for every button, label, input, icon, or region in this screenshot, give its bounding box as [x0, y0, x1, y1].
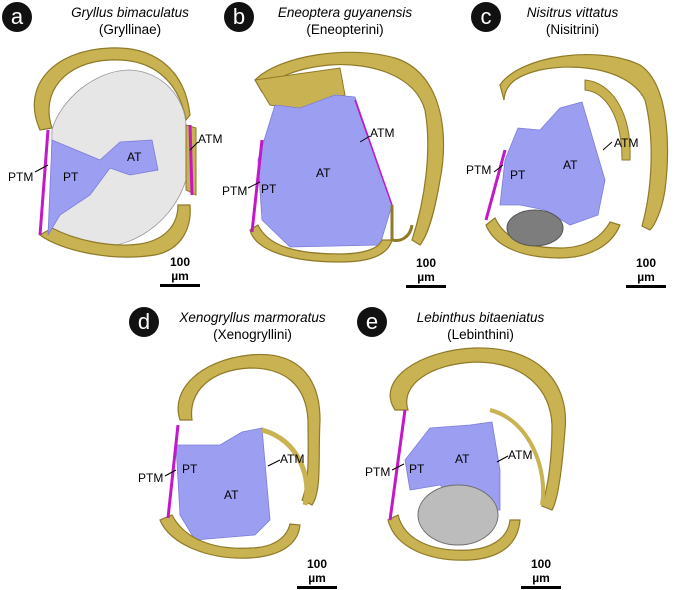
- panel-c-inner-arc: [584, 79, 631, 161]
- panel-d-tribe: (Xenogryllini): [213, 327, 292, 342]
- panel-e-badge: e: [357, 307, 387, 337]
- panel-d-scale-line: [297, 586, 337, 589]
- leader-c-atm: [602, 141, 613, 151]
- panel-a-atm-membrane: [188, 124, 194, 196]
- panel-e-pt-label: PT: [409, 462, 425, 476]
- panel-e-scale-text: 100 µm: [530, 557, 552, 585]
- panel-e-scale-bar: 100 µm: [521, 557, 561, 589]
- panel-c-section-drawing: [484, 54, 669, 259]
- panel-a-scale-text: 100 µm: [169, 255, 191, 283]
- panel-b-title: Eneoptera guyanensis (Eneopterini): [265, 4, 425, 38]
- panel-e-atm-label: ATM: [508, 448, 533, 462]
- panel-a-ptm-membrane: [38, 129, 50, 236]
- panel-b-atm-membrane: [354, 99, 393, 206]
- panel-a-at-label: AT: [127, 150, 142, 164]
- panel-a-tribe: (Gryllinae): [98, 22, 162, 37]
- panel-d-right-lobe: [261, 427, 310, 506]
- panel-a-scale-bar: 100 µm: [160, 255, 200, 287]
- leader-lines: [34, 135, 613, 477]
- leader-d-ptm: [164, 469, 177, 477]
- leader-c-ptm: [493, 164, 504, 173]
- leader-b-atm: [359, 135, 371, 143]
- leader-a-atm: [189, 141, 199, 151]
- panel-c-badge: c: [471, 2, 501, 32]
- panel-e-tissue: [417, 484, 499, 546]
- panel-e-ptm-membrane: [388, 409, 407, 521]
- panel-c-outer-arc: [499, 54, 669, 231]
- panel-e-section-drawing: [387, 347, 567, 561]
- panel-c-pt-label: PT: [510, 168, 526, 182]
- panel-b-scale-bar: 100 µm: [406, 256, 446, 288]
- panel-e-outer-arc: [389, 347, 567, 511]
- panel-d-scale-bar: 100 µm: [297, 557, 337, 589]
- panel-d-tympanum: [175, 427, 271, 541]
- panel-e-lower-cuticle: [387, 514, 521, 561]
- panel-c-title: Nisitrus vittatus (Nisitrini): [505, 4, 640, 38]
- panel-e-species: Lebinthus bitaeniatus: [416, 310, 545, 325]
- panel-a-title: Gryllus bimaculatus (Gryllinae): [55, 4, 205, 38]
- panel-b-tribe: (Eneopterini): [306, 22, 384, 37]
- panel-c-scale-bar: 100 µm: [626, 256, 666, 288]
- panel-e-at-label: AT: [455, 452, 470, 466]
- panel-d-ptm-label: PTM: [138, 471, 164, 485]
- leader-e-ptm: [391, 463, 405, 471]
- panel-e-ptm-label: PTM: [365, 465, 391, 479]
- panel-a-scale-line: [160, 284, 200, 287]
- leader-d-atm: [267, 459, 281, 467]
- panel-d-atm-label: ATM: [280, 452, 305, 466]
- panel-c-at-label: AT: [563, 158, 578, 172]
- panel-d-at-label: AT: [224, 488, 239, 502]
- panel-d-species: Xenogryllus marmoratus: [179, 310, 326, 325]
- panel-d-section-drawing: [159, 353, 321, 559]
- panel-b-ptm-membrane: [250, 139, 264, 233]
- panel-e-inner-lobe: [489, 408, 546, 506]
- panel-b-badge: b: [224, 2, 254, 32]
- panel-b-species: Eneoptera guyanensis: [277, 5, 413, 20]
- panel-d-badge: d: [129, 307, 159, 337]
- panel-b-atm-label: ATM: [370, 126, 395, 140]
- panel-b-outer-arc: [254, 51, 445, 246]
- panel-a-atm-label: ATM: [198, 132, 223, 146]
- panel-a-tympanum: [47, 139, 159, 236]
- panel-b-scale-text: 100 µm: [415, 256, 437, 284]
- panel-a-cuticle-outer: [33, 47, 191, 131]
- panel-c-ptm-label: PTM: [466, 163, 492, 177]
- leader-b-ptm: [247, 181, 261, 189]
- panel-b-section-drawing: [249, 51, 445, 263]
- panel-a-badge: a: [2, 2, 32, 32]
- panel-e-scale-line: [521, 586, 561, 589]
- panel-b-right-loop: [390, 205, 414, 242]
- panel-a-cuticle-lower: [38, 204, 191, 258]
- panel-a-species: Gryllus bimaculatus: [71, 5, 189, 20]
- panel-d-pt-label: PT: [182, 462, 198, 476]
- leader-e-atm: [496, 455, 509, 463]
- panel-c-tribe: (Nisitrini): [545, 22, 600, 37]
- panel-c-atm-label: ATM: [614, 136, 639, 150]
- panel-c-scale-text: 100 µm: [635, 256, 657, 284]
- panel-b-pt-label: PT: [261, 182, 277, 196]
- panel-a-ptm-label: PTM: [8, 170, 34, 184]
- panel-a-pt-label: PT: [63, 170, 79, 184]
- leader-a-ptm: [34, 164, 49, 173]
- panel-b-scale-line: [406, 285, 446, 288]
- panel-d-scale-text: 100 µm: [306, 557, 328, 585]
- panel-a-section-drawing: [33, 47, 197, 258]
- panel-b-ptm-label: PTM: [222, 184, 248, 198]
- panel-c-species: Nisitrus vittatus: [526, 5, 619, 20]
- panel-e-tribe: (Lebinthini): [447, 327, 514, 342]
- panel-b-at-label: AT: [316, 166, 331, 180]
- panel-d-lower-cuticle: [159, 514, 301, 559]
- panel-e-title: Lebinthus bitaeniatus (Lebinthini): [398, 309, 563, 343]
- panel-c-ptm-membrane: [484, 149, 507, 221]
- panel-d-title: Xenogryllus marmoratus (Xenogryllini): [165, 309, 340, 343]
- panel-c-dark-tissue: [506, 209, 564, 247]
- panel-c-tympanum: [499, 101, 606, 226]
- panel-c-scale-line: [626, 285, 666, 288]
